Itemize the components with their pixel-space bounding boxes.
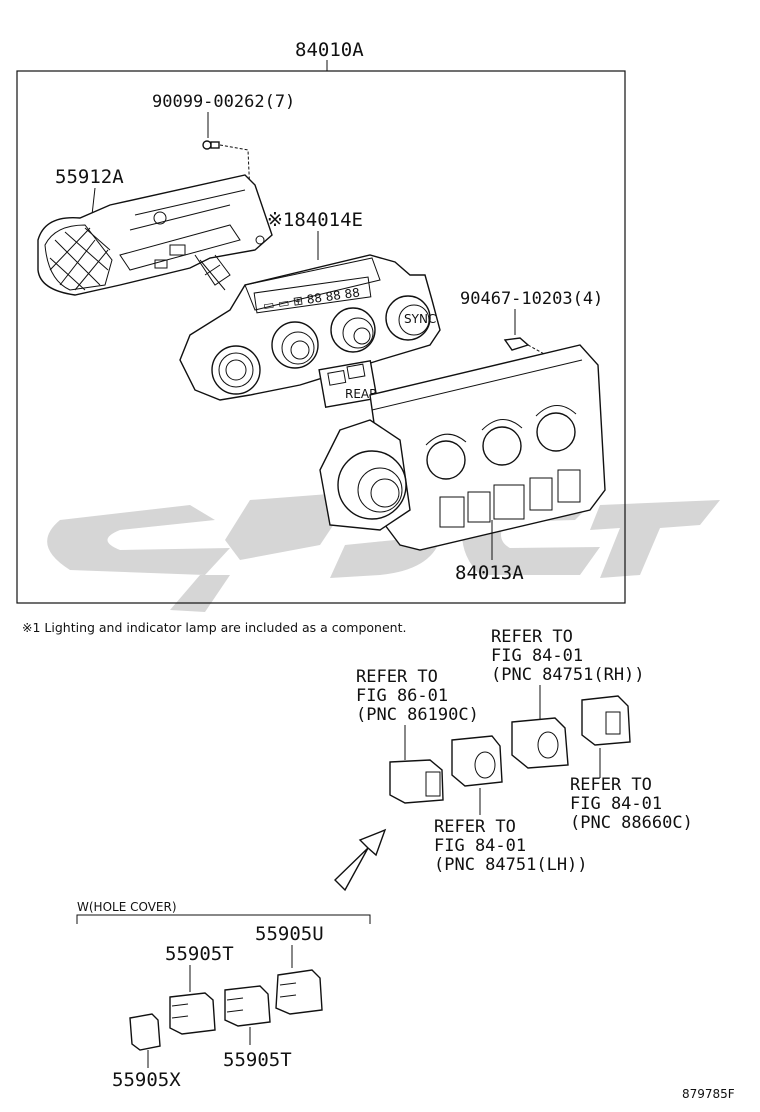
drawing-number: 879785F <box>682 1087 735 1101</box>
svg-text:(PNC 86190C): (PNC 86190C) <box>356 705 479 725</box>
dial-fan-icon <box>535 405 577 452</box>
dial-temp-icon <box>425 433 467 480</box>
screw-icon <box>202 140 220 150</box>
heater-panel-label: 84013A <box>455 562 524 584</box>
rear-cover-part <box>37 174 273 296</box>
switch-84751-lh-icon <box>451 735 503 787</box>
rotary-switch-icon <box>319 419 411 531</box>
clip-icon <box>503 337 530 351</box>
rear-button-block: REAR <box>318 359 378 409</box>
clip-label: 90467-10203(4) <box>460 289 603 309</box>
direction-arrow-icon <box>334 828 387 892</box>
svg-text:REAR: REAR <box>345 387 377 401</box>
svg-text:FIG 84-01: FIG 84-01 <box>570 794 662 814</box>
dial-mode-icon <box>481 419 523 466</box>
assembly-frame <box>16 70 626 604</box>
switch-84751-rh-icon <box>511 717 569 769</box>
control-panel-label: ※184014E <box>267 209 363 231</box>
svg-text:SYNC: SYNC <box>404 312 436 326</box>
switch-slots <box>439 469 581 528</box>
refer-84751-lh: REFER TO FIG 84-01 (PNC 84751(LH)) <box>434 817 588 875</box>
footnote: ※1 Lighting and indicator lamp are inclu… <box>22 620 406 635</box>
knob-mid-right-icon <box>330 307 376 353</box>
refer-86190c: REFER TO FIG 86-01 (PNC 86190C) <box>356 667 479 725</box>
knob-left-icon <box>211 345 261 395</box>
hole-cover-55905t-bottom-label: 55905T <box>223 1049 292 1071</box>
svg-text:(PNC 88660C): (PNC 88660C) <box>570 813 693 833</box>
svg-text:FIG 86-01: FIG 86-01 <box>356 686 448 706</box>
refer-88660c: REFER TO FIG 84-01 (PNC 88660C) <box>570 775 693 833</box>
hole-cover-55905t-bottom-part <box>224 985 271 1027</box>
svg-text:REFER TO: REFER TO <box>570 775 652 795</box>
knob-mid-left-icon <box>271 321 319 369</box>
hole-cover-55905x-part <box>129 1013 161 1051</box>
control-panel-part: ▭ ▭ ⊞ 88 88 88 SYNC REAR <box>179 254 441 409</box>
hole-cover-heading: W(HOLE COVER) <box>77 900 177 914</box>
heater-panel-part <box>319 344 606 551</box>
hole-cover-55905t-top-part <box>169 992 216 1035</box>
hole-cover-55905x-label: 55905X <box>112 1069 181 1091</box>
svg-text:(PNC 84751(RH)): (PNC 84751(RH)) <box>491 665 645 685</box>
svg-text:REFER TO: REFER TO <box>356 667 438 687</box>
cover-label: 55912A <box>55 166 124 188</box>
hole-cover-55905t-top-label: 55905T <box>165 943 234 965</box>
svg-text:FIG 84-01: FIG 84-01 <box>434 836 526 856</box>
hole-cover-55905u-label: 55905U <box>255 923 324 945</box>
knob-right-icon: SYNC <box>385 295 436 341</box>
switch-86190c-icon <box>389 759 444 804</box>
svg-text:FIG 84-01: FIG 84-01 <box>491 646 583 666</box>
assembly-label: 84010A <box>295 39 364 61</box>
svg-text:(PNC 84751(LH)): (PNC 84751(LH)) <box>434 855 588 875</box>
svg-text:REFER TO: REFER TO <box>491 627 573 647</box>
svg-text:REFER TO: REFER TO <box>434 817 516 837</box>
hole-cover-55905u-part <box>275 969 323 1015</box>
refer-84751-rh: REFER TO FIG 84-01 (PNC 84751(RH)) <box>491 627 645 685</box>
screw-label: 90099-00262(7) <box>152 92 295 112</box>
switch-88660c-icon <box>581 695 631 746</box>
